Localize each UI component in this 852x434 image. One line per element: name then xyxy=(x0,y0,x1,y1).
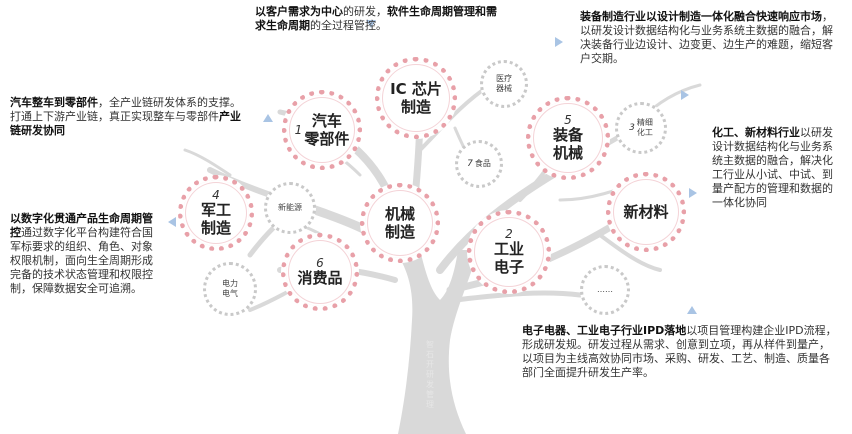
text-chemical: 化工、新材料行业以研发设计数据结构化与业务系统主数据的融合，解决化工行业从小试、… xyxy=(712,126,833,209)
text-equipment: 装备制造行业以设计制造一体化融合快速响应市场，以研发设计数据结构化与业务系统主数… xyxy=(580,10,833,65)
arrow-right-icon xyxy=(555,37,563,47)
text-electronics: 电子电器、工业电子行业IPD落地以项目管理构建企业IPD流程，形成研发规。研发过… xyxy=(522,324,837,379)
node-industrial-electronics: 2 工业 电子 xyxy=(467,210,551,294)
text-auto-parts: 汽车整车到零部件，全产业链研发体系的支撑。打通上下游产业链，真正实现整车与零部件… xyxy=(10,96,241,137)
node-military: 4 军工 制造 xyxy=(178,175,254,251)
node-machinery: 机械 制造 xyxy=(360,183,440,263)
tree-caption: 智石开研发管理 xyxy=(426,340,434,409)
text-top: 以客户需求为中心的研发，软件生命周期管理和需求生命周期的全过程管控。 xyxy=(255,5,497,32)
node-equipment: 5 装备 机械 xyxy=(526,96,610,180)
text-military: 以数字化贯通产品生命周期管控通过数字化平台构建符合国军标要求的组织、角色、对象权… xyxy=(10,212,153,295)
node-new-energy: 新能源 xyxy=(264,182,316,234)
arrow-down-icon xyxy=(366,20,376,28)
node-medical-devices: 医疗 器械 xyxy=(480,60,528,108)
arrow-right-icon xyxy=(689,188,697,198)
arrow-left-icon xyxy=(168,217,176,227)
node-ic-chip: IC 芯片 制造 xyxy=(375,57,457,139)
node-more: …… xyxy=(580,265,630,315)
node-new-material: 新材料 xyxy=(606,172,686,252)
node-consumer-goods: 6 消费品 xyxy=(281,233,359,311)
arrow-up-icon xyxy=(263,114,273,122)
node-power-electrical: 电力 电气 xyxy=(203,262,257,316)
arrow-up-icon xyxy=(687,306,697,314)
arrow-right-icon xyxy=(681,90,689,100)
